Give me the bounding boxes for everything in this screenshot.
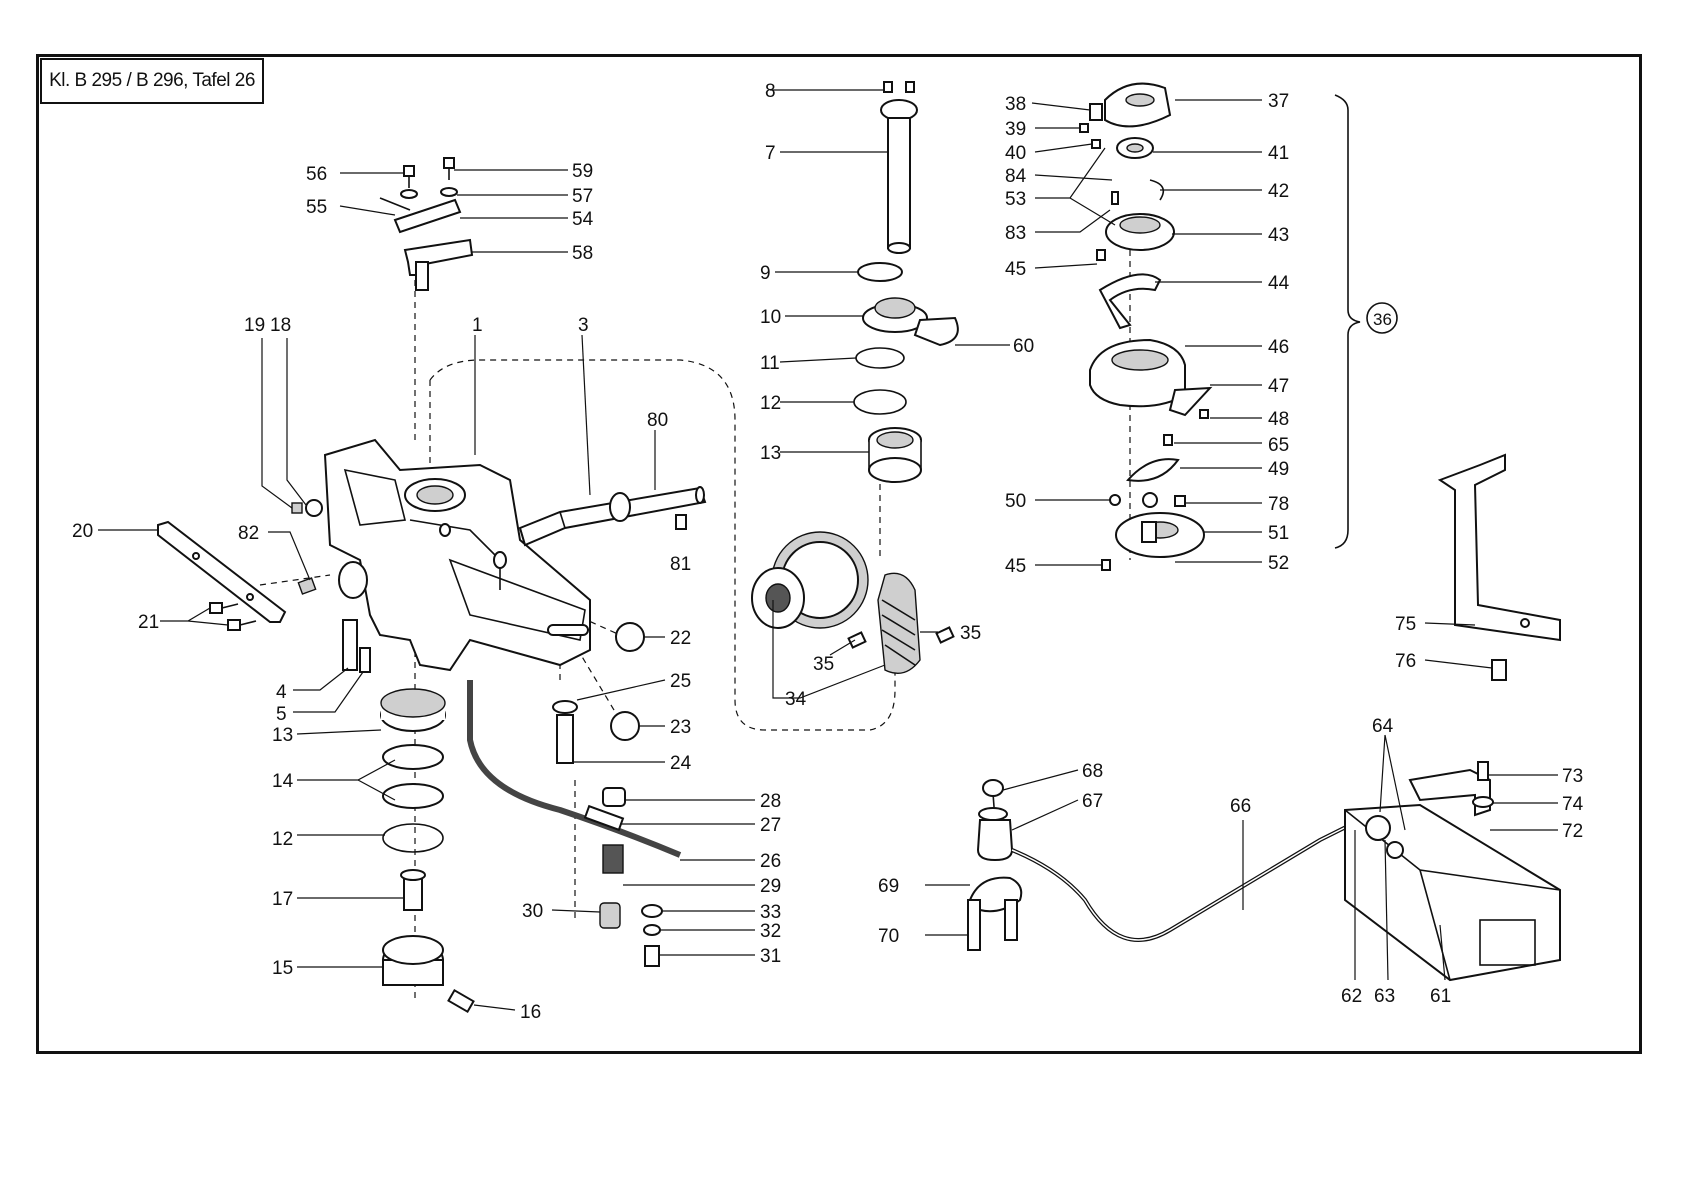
callout-50: 50	[1005, 491, 1026, 512]
callout-34: 34	[785, 689, 807, 710]
angle-bracket	[1440, 455, 1560, 680]
callout-43: 43	[1268, 225, 1289, 246]
callout-14: 14	[272, 771, 294, 792]
callout-51: 51	[1268, 523, 1289, 544]
callout-25: 25	[670, 671, 691, 692]
callout-58: 58	[572, 243, 593, 264]
callout-70: 70	[878, 926, 899, 947]
callout-52: 52	[1268, 553, 1289, 574]
callout-48: 48	[1268, 409, 1289, 430]
callout-27: 27	[760, 815, 781, 836]
callout-84: 84	[1005, 166, 1027, 187]
callout-11: 11	[760, 353, 780, 374]
callout-1: 1	[472, 315, 483, 336]
callout-66: 66	[1230, 796, 1251, 817]
callout-80: 80	[647, 410, 668, 431]
callout-74: 74	[1562, 794, 1584, 815]
callout-65: 65	[1268, 435, 1289, 456]
callout-21: 21	[138, 612, 159, 633]
callout-45-upper: 45	[1005, 259, 1026, 280]
callout-28: 28	[760, 791, 781, 812]
hook-housing	[325, 440, 705, 670]
callout-13-shaft: 13	[760, 443, 781, 464]
callout-18: 18	[270, 315, 291, 336]
callout-24: 24	[670, 753, 692, 774]
callout-82: 82	[238, 523, 259, 544]
callout-81: 81	[670, 554, 691, 575]
callout-64: 64	[1372, 716, 1394, 737]
callout-31: 31	[760, 946, 781, 967]
callout-7: 7	[765, 143, 776, 164]
callout-15: 15	[272, 958, 293, 979]
callout-35-left: 35	[813, 654, 834, 675]
callout-32: 32	[760, 921, 781, 942]
callout-12-lower: 12	[272, 829, 293, 850]
callout-62: 62	[1341, 986, 1362, 1007]
callout-19: 19	[244, 315, 265, 336]
callout-33: 33	[760, 902, 781, 923]
throat-plate-parts	[380, 158, 472, 290]
callout-47: 47	[1268, 376, 1289, 397]
callout-57: 57	[572, 186, 593, 207]
callout-44: 44	[1268, 273, 1290, 294]
callout-78: 78	[1268, 494, 1289, 515]
callout-83: 83	[1005, 223, 1026, 244]
callout-8: 8	[765, 81, 776, 102]
callout-39: 39	[1005, 119, 1026, 140]
callout-54: 54	[572, 209, 594, 230]
callout-72: 72	[1562, 821, 1583, 842]
callout-61: 61	[1430, 986, 1451, 1007]
callout-23: 23	[670, 717, 691, 738]
callout-40: 40	[1005, 143, 1026, 164]
callout-63: 63	[1374, 986, 1395, 1007]
callout-45-lower: 45	[1005, 556, 1026, 577]
callout-37: 37	[1268, 91, 1289, 112]
callout-68: 68	[1082, 761, 1103, 782]
callout-17: 17	[272, 889, 293, 910]
callout-73: 73	[1562, 766, 1583, 787]
callout-38: 38	[1005, 94, 1026, 115]
callout-16: 16	[520, 1002, 541, 1023]
callout-53: 53	[1005, 189, 1026, 210]
callout-3: 3	[578, 315, 589, 336]
callout-5: 5	[276, 704, 287, 725]
callout-29: 29	[760, 876, 781, 897]
group-label-36: 36	[1373, 310, 1392, 329]
callout-56: 56	[306, 164, 327, 185]
control-box-assembly	[968, 762, 1560, 980]
callout-9: 9	[760, 263, 771, 284]
callout-46: 46	[1268, 337, 1289, 358]
callout-69: 69	[878, 876, 899, 897]
callout-75: 75	[1395, 614, 1416, 635]
callout-76: 76	[1395, 651, 1416, 672]
callout-35-right: 35	[960, 623, 981, 644]
callout-20: 20	[72, 521, 93, 542]
callout-10: 10	[760, 307, 781, 328]
callout-26: 26	[760, 851, 781, 872]
callout-30: 30	[522, 901, 543, 922]
callout-22: 22	[670, 628, 691, 649]
vertical-shaft-stack	[854, 82, 958, 482]
callout-59: 59	[572, 161, 593, 182]
callout-4: 4	[276, 682, 287, 703]
callout-49: 49	[1268, 459, 1289, 480]
hook-assembly	[1080, 84, 1397, 570]
callout-67: 67	[1082, 791, 1103, 812]
callout-42: 42	[1268, 181, 1289, 202]
callout-60: 60	[1013, 336, 1034, 357]
callout-55: 55	[306, 197, 327, 218]
callout-41: 41	[1268, 143, 1289, 164]
callout-12-shaft: 12	[760, 393, 781, 414]
gear-set	[752, 532, 953, 673]
lower-left-stack	[381, 689, 474, 1012]
callout-13-lower: 13	[272, 725, 293, 746]
